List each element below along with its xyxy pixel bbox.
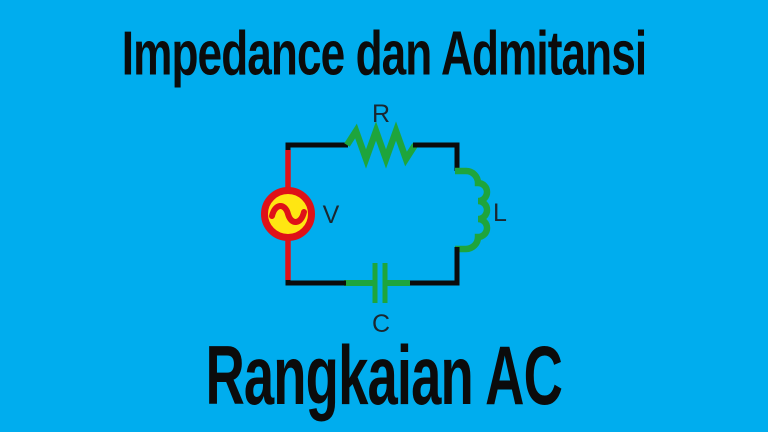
inductor-label: L bbox=[493, 199, 507, 227]
inductor-symbol bbox=[455, 167, 491, 253]
resistor-symbol bbox=[344, 121, 418, 169]
wire-top-left bbox=[285, 142, 348, 158]
title-top: Impedance dan Admitansi bbox=[0, 23, 768, 85]
title-bottom: Rangkaian AC bbox=[0, 334, 768, 417]
wire-bottom-left bbox=[285, 276, 346, 286]
capacitor-label: C bbox=[372, 310, 390, 338]
wire-top-right bbox=[413, 142, 460, 171]
source-label: V bbox=[323, 201, 340, 229]
sine-wave-icon bbox=[269, 203, 307, 225]
title-bottom-text: Rangkaian AC bbox=[205, 328, 563, 423]
title-top-text: Impedance dan Admitansi bbox=[121, 20, 647, 90]
wire-right-bottom bbox=[408, 247, 460, 286]
resistor-label: R bbox=[372, 100, 390, 128]
